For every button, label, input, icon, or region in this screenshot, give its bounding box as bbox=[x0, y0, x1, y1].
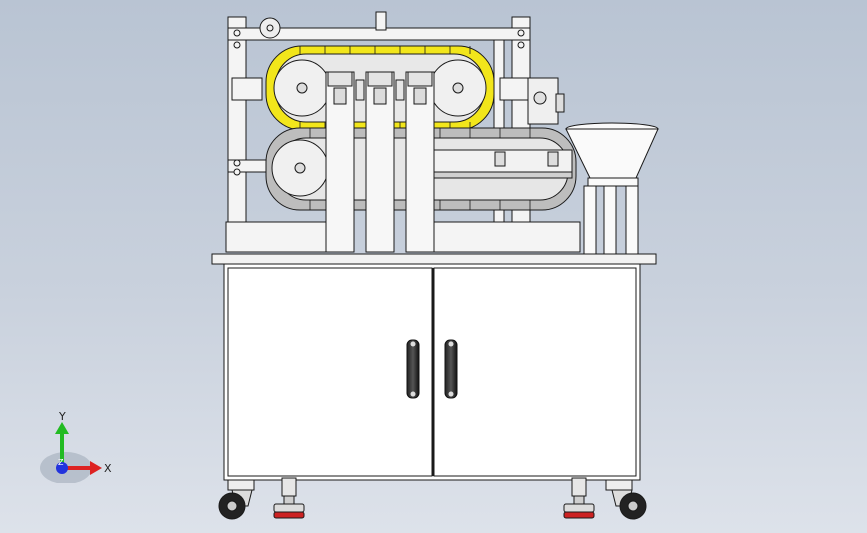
coordinate-triad: Y X Z bbox=[40, 410, 112, 483]
table-top bbox=[211, 253, 657, 265]
z-axis-icon bbox=[56, 462, 68, 474]
cabinet bbox=[223, 263, 641, 481]
caster-wheels bbox=[218, 479, 647, 520]
door-handles[interactable] bbox=[406, 339, 458, 399]
x-axis-label: X bbox=[104, 462, 112, 475]
leveling-feet bbox=[273, 477, 595, 519]
hopper-funnel bbox=[565, 122, 659, 255]
vertical-slides bbox=[325, 71, 435, 253]
z-axis-label: Z bbox=[58, 458, 64, 467]
y-axis-label: Y bbox=[58, 410, 66, 423]
motor-box bbox=[527, 77, 565, 125]
idler-wheel bbox=[259, 17, 281, 39]
